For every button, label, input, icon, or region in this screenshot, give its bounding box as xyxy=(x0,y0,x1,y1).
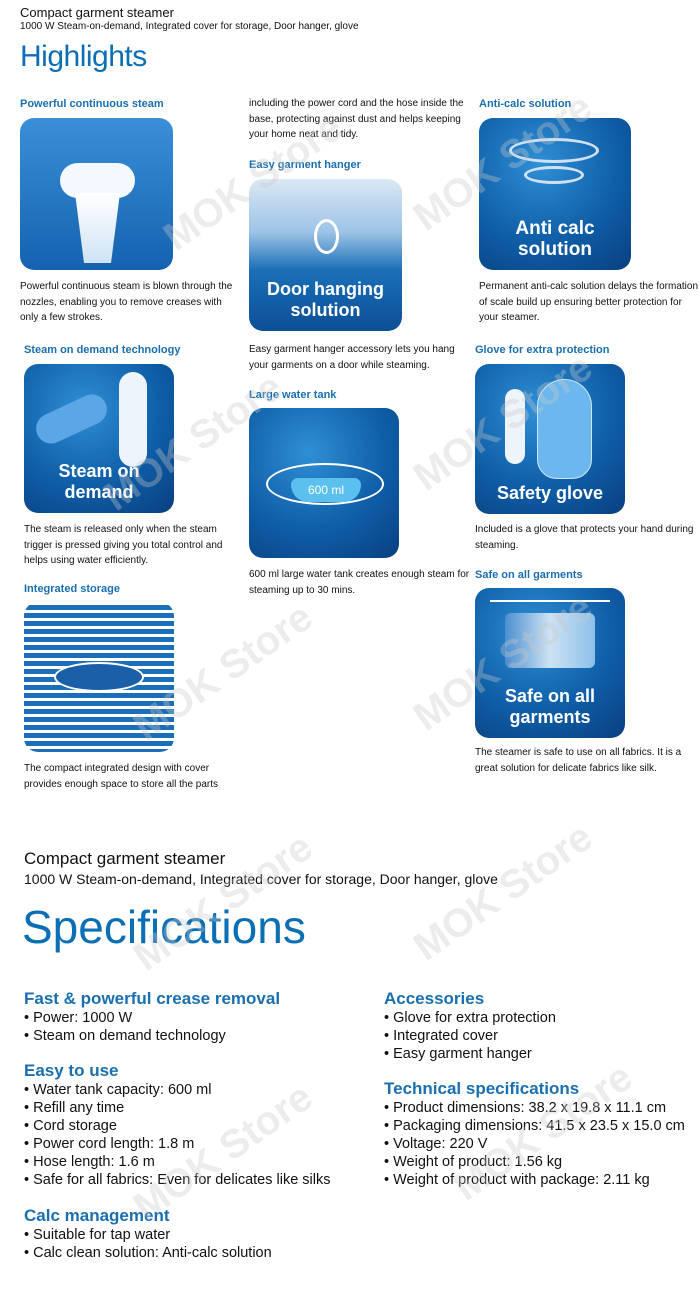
spec-item: Water tank capacity: 600 ml xyxy=(24,1081,364,1099)
spec-item: Cord storage xyxy=(24,1117,364,1135)
steam-on-demand-image: Steam on demand xyxy=(24,364,174,513)
safety-glove-image: Safety glove xyxy=(475,364,625,514)
tile-label: Safety glove xyxy=(496,483,604,503)
spec-group: Easy to use Water tank capacity: 600 ml … xyxy=(24,1061,364,1189)
spec-item: Glove for extra protection xyxy=(384,1009,694,1027)
spec-group: Fast & powerful crease removal Power: 10… xyxy=(24,989,364,1045)
tank-outline-icon xyxy=(266,463,384,505)
clothes-rail-icon xyxy=(490,600,610,602)
feature-text: The steam is released only when the stea… xyxy=(24,524,223,566)
spec-product-title: Compact garment steamer xyxy=(24,849,226,868)
garments-icon xyxy=(505,613,595,668)
spec-item: Safe for all fabrics: Even for delicates… xyxy=(24,1171,364,1189)
spec-group-title: Technical specifications xyxy=(384,1079,580,1098)
tile-label: Anti calc solution xyxy=(515,218,595,260)
steam-cloud-icon xyxy=(119,372,147,467)
spec-item: Packaging dimensions: 41.5 x 23.5 x 15.0… xyxy=(384,1117,700,1135)
highlights-title: Highlights xyxy=(20,40,147,73)
feature-heading: Integrated storage xyxy=(24,583,120,595)
tank-icon xyxy=(54,662,144,692)
spec-item: Integrated cover xyxy=(384,1027,694,1045)
spec-item: Power cord length: 1.8 m xyxy=(24,1135,364,1153)
feature-text: Permanent anti-calc solution delays the … xyxy=(479,281,699,323)
spec-item: Steam on demand technology xyxy=(24,1027,364,1045)
steam-image xyxy=(20,118,173,270)
feature-heading: Safe on all garments xyxy=(475,569,583,581)
product-subtitle: 1000 W Steam-on-demand, Integrated cover… xyxy=(20,21,359,32)
feature-text: Easy garment hanger accessory lets you h… xyxy=(249,344,455,371)
spec-group-title: Calc management xyxy=(24,1206,170,1225)
spec-group: Calc management Suitable for tap water C… xyxy=(24,1206,364,1262)
feature-text: 600 ml large water tank creates enough s… xyxy=(249,569,470,596)
watermark: MOK Store xyxy=(405,814,601,970)
spec-group-title: Accessories xyxy=(384,989,485,1008)
spec-item: Suitable for tap water xyxy=(24,1226,364,1244)
swirl-icon xyxy=(509,138,599,163)
specifications-title: Specifications xyxy=(22,901,306,953)
spec-item: Calc clean solution: Anti-calc solution xyxy=(24,1244,364,1262)
steam-cloud-icon xyxy=(505,389,525,464)
spec-item: Weight of product with package: 2.11 kg xyxy=(384,1171,700,1189)
safe-garments-image: Safe on all garments xyxy=(475,588,625,738)
steamer-handle-icon xyxy=(31,389,112,449)
door-hanger-image: Door hanging solution xyxy=(249,179,402,331)
spec-item: Hose length: 1.6 m xyxy=(24,1153,364,1171)
steam-cloud-icon xyxy=(60,163,135,198)
spec-item: Power: 1000 W xyxy=(24,1009,364,1027)
spec-item: Weight of product: 1.56 kg xyxy=(384,1153,700,1171)
water-tank-image: 600 ml xyxy=(249,408,399,558)
feature-text: Included is a glove that protects your h… xyxy=(475,524,694,551)
anti-calc-image: Anti calc solution xyxy=(479,118,631,270)
feature-heading: Large water tank xyxy=(249,389,337,401)
feature-text: including the power cord and the hose in… xyxy=(249,98,464,140)
feature-text: The compact integrated design with cover… xyxy=(24,763,219,790)
product-title: Compact garment steamer xyxy=(20,5,174,20)
tile-label: Safe on all garments xyxy=(504,686,596,727)
spec-item: Voltage: 220 V xyxy=(384,1135,700,1153)
tank-capacity-label: 600 ml xyxy=(291,478,361,502)
spec-group: Accessories Glove for extra protection I… xyxy=(384,989,694,1063)
feature-text: The steamer is safe to use on all fabric… xyxy=(475,747,682,774)
spec-item: Easy garment hanger xyxy=(384,1045,694,1063)
spec-item: Product dimensions: 38.2 x 19.8 x 11.1 c… xyxy=(384,1099,700,1117)
tile-label: Door hanging solution xyxy=(267,279,384,320)
feature-heading: Powerful continuous steam xyxy=(20,98,164,110)
spec-group-title: Easy to use xyxy=(24,1061,119,1080)
hanger-hook-icon xyxy=(314,219,339,254)
feature-heading: Easy garment hanger xyxy=(249,159,361,171)
feature-heading: Steam on demand technology xyxy=(24,344,181,356)
spec-group: Technical specifications Product dimensi… xyxy=(384,1079,700,1189)
glove-icon xyxy=(537,379,592,479)
integrated-storage-image xyxy=(24,602,174,752)
feature-text: Powerful continuous steam is blown throu… xyxy=(20,281,233,323)
spec-item: Refill any time xyxy=(24,1099,364,1117)
tile-label: Steam on demand xyxy=(58,461,140,502)
nozzle-icon xyxy=(75,193,120,263)
spec-product-subtitle: 1000 W Steam-on-demand, Integrated cover… xyxy=(24,871,498,887)
spec-group-title: Fast & powerful crease removal xyxy=(24,989,281,1008)
feature-heading: Glove for extra protection xyxy=(475,344,610,356)
feature-heading: Anti-calc solution xyxy=(479,98,572,110)
swirl-icon xyxy=(524,166,584,184)
